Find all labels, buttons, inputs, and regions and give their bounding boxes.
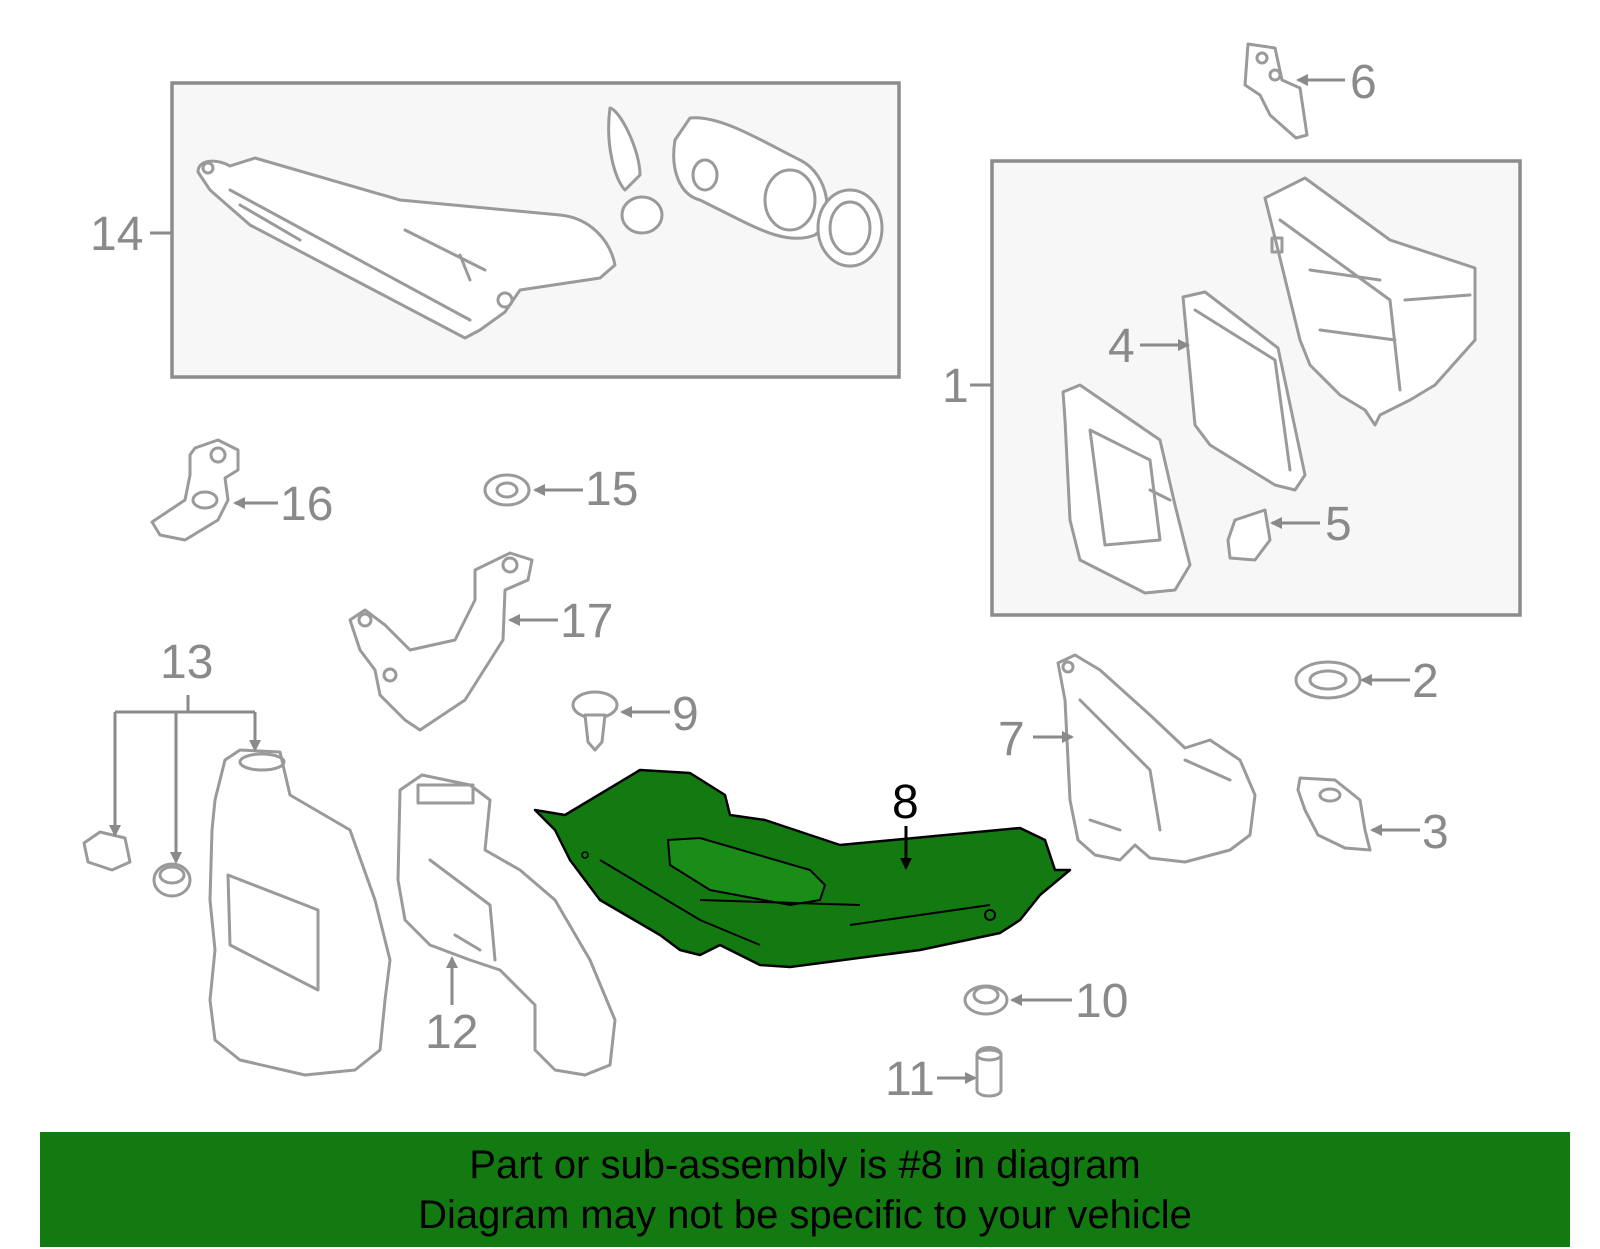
callout-12: 12: [425, 1006, 478, 1059]
callout-6: 6: [1350, 56, 1377, 109]
part-1-air-cleaner-upper[interactable]: [1263, 176, 1477, 427]
part-9-push-clip[interactable]: [571, 690, 619, 752]
callout-7: 7: [998, 713, 1025, 766]
part-5-clip[interactable]: [1226, 508, 1272, 562]
part-13-sleeve[interactable]: [82, 830, 132, 872]
callout-3: 3: [1422, 806, 1449, 859]
callout-14: 14: [90, 208, 143, 261]
part-3-bracket[interactable]: [1296, 776, 1372, 852]
part-17-bracket[interactable]: [348, 551, 534, 732]
part-11-sleeve[interactable]: [975, 1046, 1003, 1098]
part-12-duct[interactable]: [396, 773, 617, 1077]
part-8-air-duct-highlighted[interactable]: [533, 768, 1072, 969]
banner-line-1: Part or sub-assembly is #8 in diagram: [469, 1143, 1141, 1187]
info-banner: Part or sub-assembly is #8 in diagram Di…: [40, 1132, 1570, 1247]
part-7-resonator[interactable]: [1056, 653, 1257, 864]
part-4-filter[interactable]: [1181, 290, 1307, 492]
callout-17: 17: [560, 595, 613, 648]
callout-13: 13: [160, 636, 213, 689]
banner-line-2: Diagram may not be specific to your vehi…: [418, 1193, 1192, 1237]
part-16-bracket[interactable]: [150, 438, 240, 542]
callout-15: 15: [585, 463, 638, 516]
leader-lines: [109, 74, 1420, 1084]
callout-labels: 14 1 6 4 5 16 15 17 13 9 2 7 8 3 10 11 1…: [90, 56, 1449, 1106]
callout-9: 9: [672, 688, 699, 741]
callout-2: 2: [1412, 655, 1439, 708]
callout-16: 16: [280, 478, 333, 531]
part-15-grommet[interactable]: [483, 473, 531, 507]
part-6-bracket[interactable]: [1243, 42, 1309, 140]
part-13-duct-housing[interactable]: [208, 748, 392, 1077]
callout-11: 11: [885, 1053, 935, 1106]
callout-8: 8: [892, 776, 919, 829]
part-2-grommet[interactable]: [1294, 660, 1362, 700]
part-1-air-cleaner-lower[interactable]: [1061, 383, 1192, 595]
callout-10: 10: [1075, 975, 1128, 1028]
callout-4: 4: [1108, 320, 1135, 373]
part-14-intake-duct[interactable]: [196, 106, 884, 340]
part-10-grommet[interactable]: [963, 984, 1009, 1016]
callout-1: 1: [942, 360, 969, 413]
part-13-grommet[interactable]: [152, 862, 192, 898]
callout-5: 5: [1325, 498, 1352, 551]
